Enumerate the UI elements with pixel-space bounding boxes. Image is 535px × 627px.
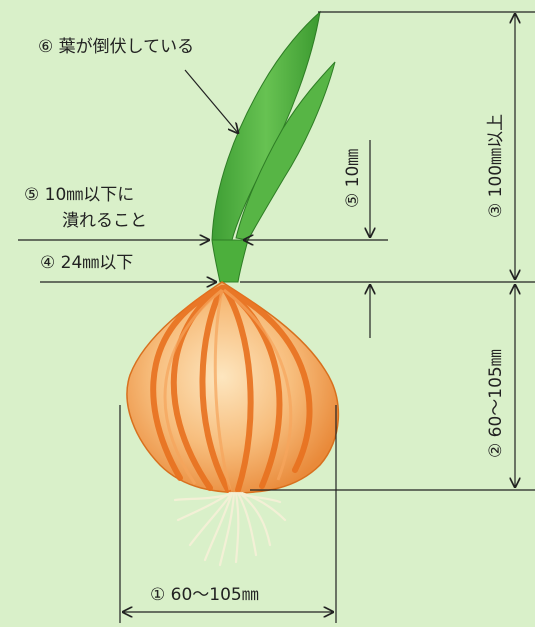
label-neck-width: ④ 24㎜以下	[40, 253, 133, 273]
onion-illustration	[126, 10, 340, 567]
labels: ⑥ 葉が倒伏している ⑤ 10㎜以下に 潰れること ④ 24㎜以下 ⑤ 10㎜ …	[24, 37, 506, 605]
label-bulb-height: ② 60～105㎜	[486, 349, 506, 458]
dimension-lines	[18, 11, 535, 623]
label-neck-crush-line1: ⑤ 10㎜以下に	[24, 185, 134, 205]
label-leaf-fallen: ⑥ 葉が倒伏している	[38, 37, 194, 57]
label-neck-crush-line2: 潰れること	[62, 211, 147, 231]
label-bulb-width: ① 60～105㎜	[150, 585, 259, 605]
onion-roots	[173, 491, 287, 567]
label-leaf-height: ③ 100㎜以上	[486, 114, 506, 218]
label-neck-crush-vertical: ⑤ 10㎜	[343, 149, 363, 208]
onion-bulb	[126, 281, 340, 494]
onion-leaves	[211, 10, 336, 283]
leaf-pointer-arrow	[184, 69, 238, 133]
